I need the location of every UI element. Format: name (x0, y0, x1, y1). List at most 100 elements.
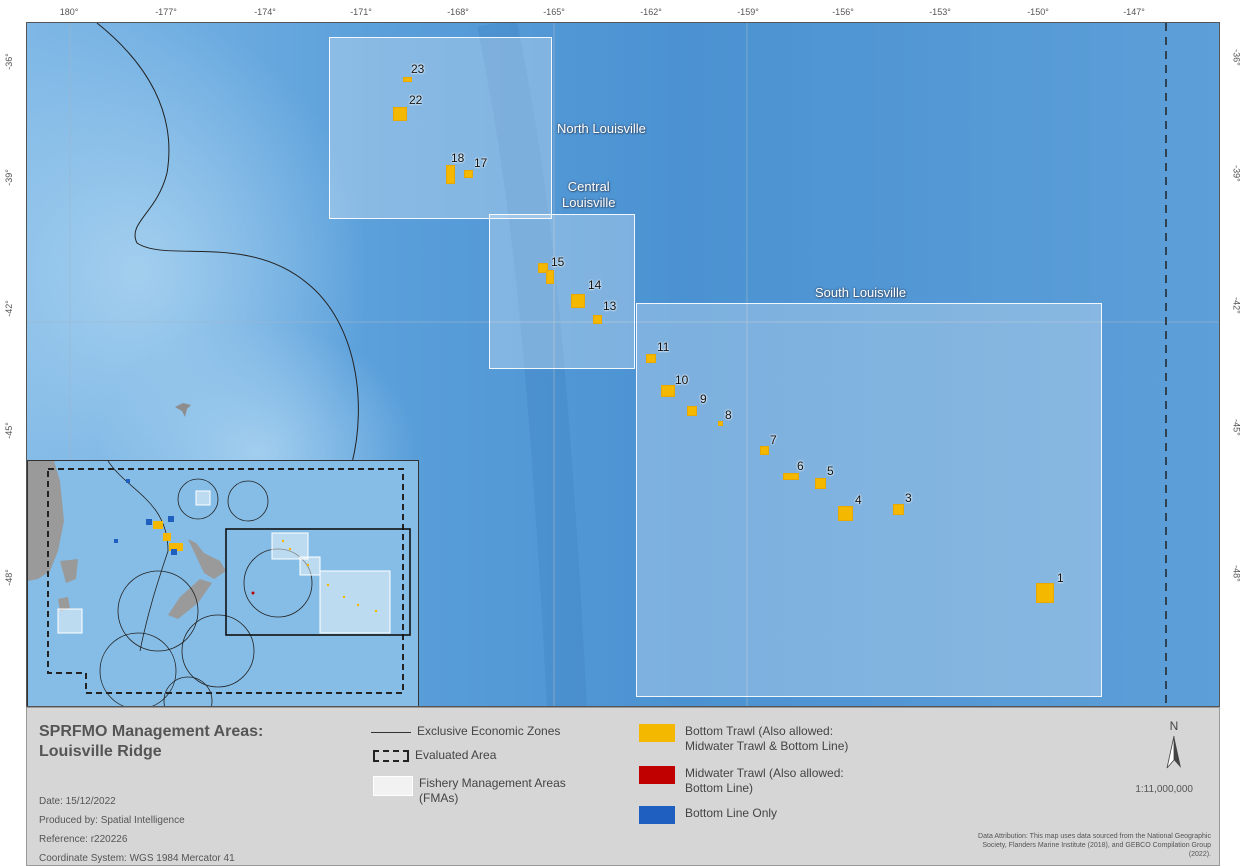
site-number: 23 (411, 62, 425, 76)
lon-label: -168° (447, 7, 469, 17)
lat-label: -39° (1232, 165, 1242, 182)
legend-panel: SPRFMO Management Areas: Louisville Ridg… (26, 707, 1220, 866)
trawl-site[interactable] (661, 385, 675, 397)
trawl-site[interactable] (815, 478, 826, 489)
lat-label: -42° (4, 300, 14, 317)
site-number: 10 (675, 373, 689, 387)
trawl-site[interactable] (464, 170, 473, 178)
lat-label: -39° (4, 169, 14, 186)
site-number: 7 (770, 433, 777, 447)
lat-label: -42° (1232, 297, 1242, 314)
trawl-site[interactable] (393, 107, 407, 121)
lat-label: -45° (1232, 419, 1242, 436)
north-label: N (1170, 719, 1179, 733)
legend-bottom-line-only-label: Bottom Line Only (685, 806, 778, 820)
trawl-site[interactable] (783, 473, 799, 480)
north-arrow-icon: N (1166, 719, 1181, 769)
lat-label: -36° (1232, 49, 1242, 66)
legend-evaluated-area-label: Evaluated Area (415, 748, 497, 762)
legend-eez-label: Exclusive Economic Zones (417, 724, 561, 738)
lat-label: -48° (4, 569, 14, 586)
legend-bottom-trawl: Bottom Trawl (Also allowed: Midwater Tra… (639, 724, 848, 754)
bottom-trawl-symbol (639, 724, 675, 742)
map-title: SPRFMO Management Areas: Louisville Ridg… (39, 722, 263, 762)
fma-central-louisville[interactable] (489, 214, 635, 369)
data-attribution: Data Attribution: This map uses data sou… (978, 833, 1211, 858)
site-number: 15 (551, 255, 565, 269)
map-title-line1: SPRFMO Management Areas: (39, 723, 264, 740)
site-number: 9 (700, 392, 707, 406)
legend-bottom-trawl-line2: Midwater Trawl & Bottom Line) (685, 739, 849, 753)
fma-north-louisville[interactable] (329, 37, 552, 219)
site-number: 6 (797, 459, 804, 473)
legend-bottom-trawl-line1: Bottom Trawl (Also allowed: (685, 724, 834, 738)
site-number: 8 (725, 408, 732, 422)
reference: Reference: r220226 (39, 834, 128, 845)
fma-label-south: South Louisville (815, 285, 907, 300)
lon-label: -177° (155, 7, 177, 17)
site-number: 3 (905, 491, 912, 505)
legend-fma-label-line2: (FMAs) (419, 791, 459, 805)
lon-label: 180° (59, 7, 79, 17)
lon-label: -162° (640, 7, 662, 17)
trawl-site[interactable] (403, 77, 412, 82)
scale-text: 1:11,000,000 (1135, 784, 1193, 795)
coordinate-system: Coordinate System: WGS 1984 Mercator 41 (39, 853, 235, 864)
legend-midwater-trawl-label: Midwater Trawl (Also allowed: Bottom Lin… (685, 766, 844, 796)
lon-label: -174° (254, 7, 276, 17)
main-map[interactable]: North Louisville Central Louisville Sout… (26, 22, 1220, 707)
lon-label: -171° (350, 7, 372, 17)
legend-midwater-trawl-line2: Bottom Line) (685, 781, 754, 795)
trawl-site[interactable] (718, 421, 723, 426)
lon-label: -165° (543, 7, 565, 17)
trawl-site[interactable] (838, 506, 853, 521)
bottom-line-symbol (639, 806, 675, 824)
lat-label: -36° (4, 53, 14, 70)
midwater-trawl-symbol (639, 766, 675, 784)
latitude-axis-right: -36° -39° -42° -45° -48° (1220, 22, 1246, 707)
trawl-site[interactable] (593, 315, 602, 324)
legend-evaluated-area: Evaluated Area (373, 748, 496, 763)
trawl-site[interactable] (538, 263, 548, 273)
legend-midwater-trawl-line1: Midwater Trawl (Also allowed: (685, 766, 844, 780)
fma-symbol (373, 776, 413, 796)
map-date: Date: 15/12/2022 (39, 796, 116, 807)
lon-label: -150° (1027, 7, 1049, 17)
lat-label: -48° (1232, 565, 1242, 582)
site-number: 14 (588, 278, 602, 292)
trawl-site[interactable] (446, 165, 455, 184)
legend-midwater-trawl: Midwater Trawl (Also allowed: Bottom Lin… (639, 766, 844, 796)
map-title-line2: Louisville Ridge (39, 743, 162, 760)
legend-fma-label-line1: Fishery Management Areas (419, 776, 566, 790)
site-number: 5 (827, 464, 834, 478)
trawl-site[interactable] (687, 406, 697, 416)
fma-label-north: North Louisville (557, 121, 646, 136)
trawl-site[interactable] (646, 354, 656, 363)
fma-south-louisville[interactable] (636, 303, 1102, 697)
site-number: 11 (657, 340, 670, 354)
lon-label: -159° (737, 7, 759, 17)
trawl-site[interactable] (571, 294, 585, 308)
evaluated-area-symbol (373, 750, 409, 762)
island-icon (175, 403, 191, 417)
trawl-site[interactable] (893, 504, 904, 515)
produced-by: Produced by: Spatial Intelligence (39, 815, 185, 826)
trawl-site[interactable] (546, 270, 554, 284)
inset-overview-map[interactable] (27, 460, 419, 706)
longitude-axis: 180° -177° -174° -171° -168° -165° -162°… (0, 0, 1246, 22)
trawl-site[interactable] (760, 446, 769, 455)
lon-label: -153° (929, 7, 951, 17)
lon-label: -147° (1123, 7, 1145, 17)
inset-map-graphic (28, 461, 418, 706)
site-number: 22 (409, 93, 423, 107)
eez-line-symbol (371, 732, 411, 733)
latitude-axis-left: -36° -39° -42° -45° -48° (0, 22, 26, 707)
legend-bottom-line-only: Bottom Line Only (639, 806, 777, 824)
trawl-site[interactable] (1036, 583, 1054, 603)
site-number: 1 (1057, 571, 1064, 585)
legend-eez: Exclusive Economic Zones (371, 724, 560, 739)
legend-fma-label: Fishery Management Areas (FMAs) (419, 776, 566, 806)
site-number: 17 (474, 156, 488, 170)
lat-label: -45° (4, 422, 14, 439)
site-number: 4 (855, 493, 862, 507)
